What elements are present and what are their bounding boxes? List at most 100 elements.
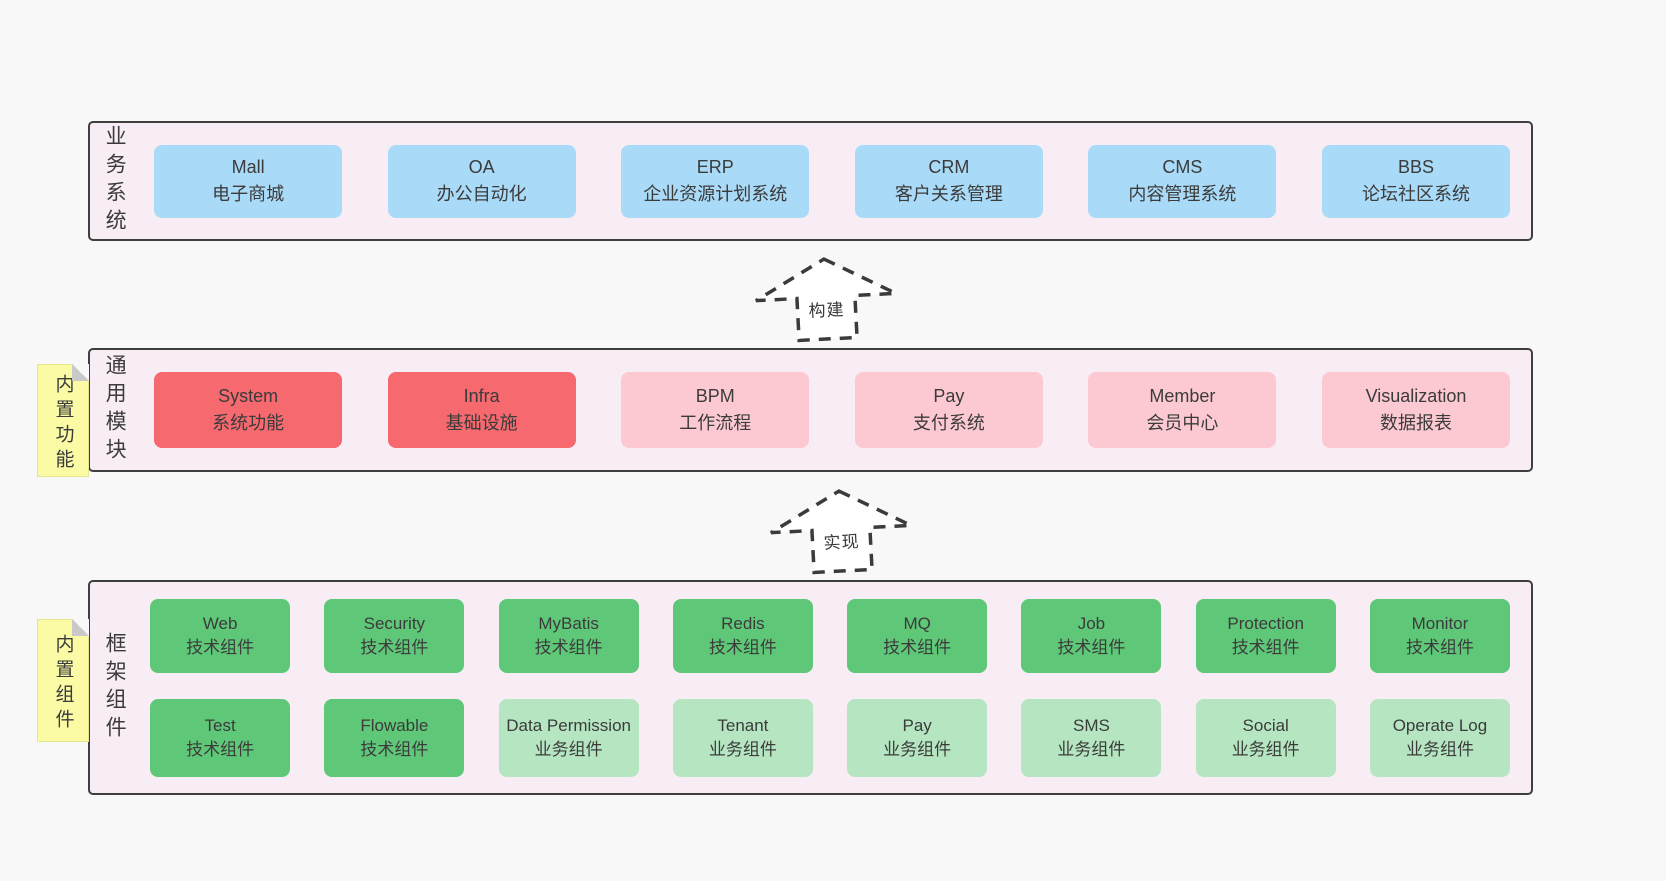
note-built-in-functions: 内置功能	[37, 364, 89, 477]
box-title: Pay	[933, 386, 965, 406]
box-social: Social 业务组件	[1195, 698, 1336, 777]
box-sms: SMS 业务组件	[1021, 698, 1162, 777]
box-subtitle: 客户关系管理	[894, 184, 1003, 204]
box-test: Test 技术组件	[150, 698, 291, 777]
box-subtitle: 电子商城	[212, 184, 285, 204]
box-subtitle: 业务组件	[708, 739, 777, 759]
box-title: Member	[1149, 386, 1216, 406]
box-title: MyBatis	[538, 613, 599, 633]
box-tenant: Tenant 业务组件	[672, 698, 813, 777]
box-visualization: Visualization 数据报表	[1321, 372, 1510, 448]
up-arrow-icon	[770, 489, 912, 575]
box-job: Job 技术组件	[1021, 598, 1162, 673]
up-arrow-icon	[755, 257, 897, 343]
box-redis: Redis 技术组件	[672, 598, 813, 673]
box-bbs: BBS 论坛社区系统	[1321, 144, 1510, 218]
box-subtitle: 业务组件	[534, 739, 603, 759]
box-erp: ERP 企业资源计划系统	[621, 144, 810, 218]
note-text: 内置组件	[52, 633, 74, 734]
note-text: 内置功能	[52, 373, 74, 474]
box-oa: OA 办公自动化	[387, 144, 576, 218]
box-web: Web 技术组件	[150, 598, 291, 673]
box-title: CMS	[1162, 157, 1203, 177]
box-title: CRM	[928, 157, 970, 177]
components-row-2: Test 技术组件 Flowable 技术组件 Data Permission …	[150, 698, 1510, 777]
box-subtitle: 工作流程	[679, 413, 752, 433]
box-title: Web	[202, 613, 238, 633]
layer-business-label: 业务系统	[103, 125, 127, 237]
box-mybatis: MyBatis 技术组件	[498, 598, 639, 673]
box-operate-log: Operate Log 业务组件	[1369, 698, 1510, 777]
box-subtitle: 系统功能	[212, 413, 285, 433]
box-monitor: Monitor 技术组件	[1369, 598, 1510, 673]
layer-business-systems: 业务系统 Mall 电子商城 OA 办公自动化 ERP 企业资源计划系统 CRM…	[88, 121, 1533, 241]
box-subtitle: 支付系统	[912, 413, 985, 433]
box-subtitle: 企业资源计划系统	[643, 184, 788, 204]
box-title: Security	[363, 613, 426, 633]
box-title: System	[218, 386, 279, 406]
box-member: Member 会员中心	[1088, 372, 1277, 448]
box-subtitle: 技术组件	[360, 739, 429, 759]
box-title: Job	[1077, 613, 1106, 633]
box-subtitle: 业务组件	[1057, 739, 1126, 759]
box-title: Monitor	[1411, 613, 1469, 633]
layer-framework-components: 框架组件 Web 技术组件 Security 技术组件 MyBatis 技术组件…	[88, 580, 1533, 795]
box-subtitle: 业务组件	[1405, 739, 1474, 759]
box-subtitle: 业务组件	[1231, 739, 1300, 759]
layer-components-label: 框架组件	[103, 631, 127, 744]
box-subtitle: 内容管理系统	[1128, 184, 1237, 204]
box-title: SMS	[1073, 715, 1110, 735]
box-subtitle: 技术组件	[1057, 637, 1126, 657]
box-bpm: BPM 工作流程	[621, 372, 810, 448]
box-title: ERP	[696, 157, 734, 177]
box-subtitle: 技术组件	[1231, 637, 1300, 657]
components-boxes-grid: Web 技术组件 Security 技术组件 MyBatis 技术组件 Redi…	[126, 582, 1531, 793]
box-subtitle: 技术组件	[186, 637, 255, 657]
box-system: System 系统功能	[154, 372, 343, 448]
box-title: Test	[204, 715, 236, 735]
box-title: Mall	[231, 157, 265, 177]
box-security: Security 技术组件	[324, 598, 465, 673]
box-mall: Mall 电子商城	[154, 144, 343, 218]
box-title: OA	[468, 157, 495, 177]
box-title: Tenant	[717, 715, 769, 735]
components-row-1: Web 技术组件 Security 技术组件 MyBatis 技术组件 Redi…	[150, 598, 1510, 673]
folded-corner-icon	[72, 364, 89, 381]
build-arrow: 构建	[751, 252, 901, 346]
box-title: Redis	[721, 613, 765, 633]
modules-boxes-row: System 系统功能 Infra 基础设施 BPM 工作流程 Pay 支付系统…	[126, 350, 1531, 470]
layer-common-modules: 通用模块 System 系统功能 Infra 基础设施 BPM 工作流程 Pay…	[88, 348, 1533, 472]
note-built-in-components: 内置组件	[37, 619, 89, 742]
folded-corner-icon	[72, 619, 89, 636]
layer-modules-label: 通用模块	[103, 354, 127, 466]
box-subtitle: 技术组件	[708, 637, 777, 657]
box-title: Social	[1242, 715, 1289, 735]
box-subtitle: 基础设施	[445, 413, 518, 433]
box-pay-module: Pay 支付系统	[854, 372, 1043, 448]
box-subtitle: 办公自动化	[436, 184, 527, 204]
box-cms: CMS 内容管理系统	[1088, 144, 1277, 218]
box-subtitle: 技术组件	[1405, 637, 1474, 657]
box-title: BPM	[695, 386, 735, 406]
box-title: MQ	[903, 613, 931, 633]
implement-arrow: 实现	[766, 484, 916, 578]
box-subtitle: 技术组件	[534, 637, 603, 657]
box-pay-component: Pay 业务组件	[847, 698, 988, 777]
box-infra: Infra 基础设施	[387, 372, 576, 448]
box-title: Flowable	[360, 715, 429, 735]
box-title: Operate Log	[1392, 715, 1488, 735]
box-title: Data Permission	[506, 715, 631, 735]
box-subtitle: 论坛社区系统	[1361, 184, 1470, 204]
box-title: Pay	[902, 715, 932, 735]
box-subtitle: 数据报表	[1379, 413, 1452, 433]
box-subtitle: 会员中心	[1146, 413, 1219, 433]
box-mq: MQ 技术组件	[847, 598, 988, 673]
box-subtitle: 技术组件	[186, 739, 255, 759]
box-subtitle: 技术组件	[360, 637, 429, 657]
box-subtitle: 业务组件	[883, 739, 952, 759]
box-protection: Protection 技术组件	[1195, 598, 1336, 673]
business-boxes-row: Mall 电子商城 OA 办公自动化 ERP 企业资源计划系统 CRM 客户关系…	[126, 123, 1531, 239]
box-flowable: Flowable 技术组件	[324, 698, 465, 777]
box-subtitle: 技术组件	[883, 637, 952, 657]
